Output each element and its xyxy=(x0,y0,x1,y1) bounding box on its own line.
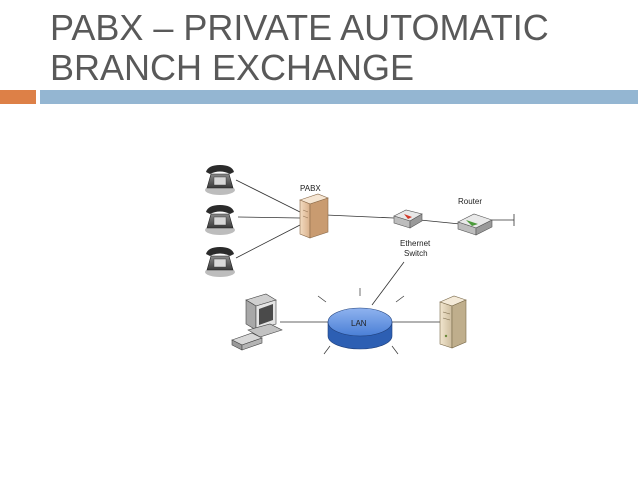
switch-label-line-1: Ethernet xyxy=(400,239,431,248)
link-switch-lan xyxy=(371,261,405,306)
lan-hub-icon xyxy=(317,288,405,355)
title-underline-bar xyxy=(40,90,638,104)
router-label: Router xyxy=(458,197,482,206)
telephone-icon xyxy=(205,165,235,195)
link-switch-router xyxy=(419,219,461,225)
telephone-icon xyxy=(205,247,235,277)
title-accent-bar xyxy=(0,90,36,104)
link-phone1-pabx xyxy=(235,179,301,213)
desktop-computer-icon xyxy=(231,293,283,351)
pabx-cabinet-icon xyxy=(299,193,329,239)
switch-label-line-2: Switch xyxy=(404,249,428,258)
slide-title-line-2: BRANCH EXCHANGE xyxy=(50,47,415,88)
ethernet-switch-icon xyxy=(393,209,423,229)
slide-title: PABX – PRIVATE AUTOMATIC BRANCH EXCHANGE xyxy=(50,8,549,88)
slide-title-line-1: PABX – PRIVATE AUTOMATIC xyxy=(50,7,549,48)
link-pabx-switch xyxy=(325,214,395,219)
lan-label: LAN xyxy=(351,319,367,328)
router-icon xyxy=(457,213,493,236)
link-phone3-pabx xyxy=(235,224,301,259)
connection-lines xyxy=(235,179,515,323)
server-tower-icon xyxy=(439,295,467,349)
pabx-label: PABX xyxy=(300,184,321,193)
telephone-icon xyxy=(205,205,235,235)
link-phone2-pabx xyxy=(237,216,301,219)
